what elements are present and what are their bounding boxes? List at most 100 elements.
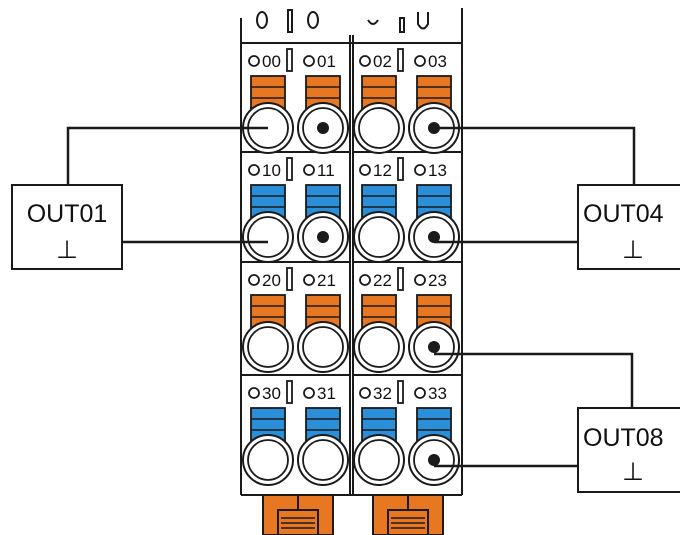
- module-header: [256, 9, 429, 33]
- terminal-20: 20: [242, 267, 294, 373]
- terminal-divider: [286, 48, 293, 72]
- terminal-led-icon: [303, 387, 315, 399]
- wire-entry-inner: [247, 216, 289, 258]
- wire-entry[interactable]: [297, 434, 349, 486]
- terminal-divider: [397, 380, 404, 404]
- wire-conductor: [428, 231, 440, 243]
- ground-symbol: ⊥: [622, 458, 644, 486]
- terminal-led-icon: [359, 55, 371, 67]
- terminal-led-icon: [359, 164, 371, 176]
- wire-entry-inner: [358, 326, 400, 368]
- terminal-led-icon: [303, 164, 315, 176]
- terminal-number: 13: [428, 161, 447, 180]
- terminal-number: 30: [262, 384, 281, 403]
- terminal-13: 13: [408, 161, 460, 263]
- terminal-number: 33: [428, 384, 447, 403]
- terminal-led-icon: [359, 387, 371, 399]
- terminal-22: 22: [353, 267, 405, 373]
- terminal-led-icon: [359, 274, 371, 286]
- wire-entry[interactable]: [353, 211, 405, 263]
- wire-conductor: [428, 341, 440, 353]
- wire-entry-inner: [413, 439, 455, 481]
- wire-entry[interactable]: [353, 321, 405, 373]
- header-led-left: [256, 11, 268, 29]
- terminal-number: 10: [262, 161, 281, 180]
- terminal-number: 02: [373, 52, 392, 71]
- wire-entry[interactable]: [297, 321, 349, 373]
- wire-conductor: [317, 122, 329, 134]
- header-led-left-2: [307, 11, 319, 29]
- wire-entry[interactable]: [242, 211, 294, 263]
- terminal-led-icon: [414, 164, 426, 176]
- wire-conductor: [428, 454, 440, 466]
- terminal-21: 21: [297, 271, 349, 373]
- wire-conductor: [317, 231, 329, 243]
- terminal-number: 12: [373, 161, 392, 180]
- wire-entry-inner: [302, 439, 344, 481]
- wire-entry-inner: [413, 216, 455, 258]
- wiring: [66, 126, 636, 468]
- header-slot-right: [399, 17, 405, 33]
- terminal-led-icon: [248, 55, 260, 67]
- terminal-led-icon: [248, 274, 260, 286]
- terminal-11: 11: [297, 161, 349, 263]
- wire-out01-top: [66, 126, 268, 185]
- terminal-divider: [286, 267, 293, 291]
- terminal-03: 03: [408, 52, 460, 154]
- terminal-32: 32: [353, 380, 405, 486]
- terminal-divider: [397, 48, 404, 72]
- terminal-00: 00: [242, 48, 294, 154]
- wire-entry[interactable]: [242, 434, 294, 486]
- ground-symbol: ⊥: [622, 236, 644, 264]
- terminal-number: 01: [317, 52, 336, 71]
- terminal-10: 10: [242, 157, 294, 263]
- wire-out08-top: [434, 352, 634, 408]
- wire-entry-inner: [247, 439, 289, 481]
- terminal-number: 31: [317, 384, 336, 403]
- terminal-number: 03: [428, 52, 447, 71]
- terminal-divider: [286, 380, 293, 404]
- device-out04: OUT04 ⊥: [577, 184, 680, 270]
- terminal-led-icon: [248, 387, 260, 399]
- terminal-led-icon: [414, 274, 426, 286]
- wire-entry[interactable]: [353, 434, 405, 486]
- header-slot-left: [287, 9, 293, 33]
- terminal-number: 20: [262, 271, 281, 290]
- wire-entry-inner: [358, 216, 400, 258]
- wire-entry-inner: [413, 326, 455, 368]
- wire-entry-inner: [302, 326, 344, 368]
- terminal-number: 32: [373, 384, 392, 403]
- terminal-12: 12: [353, 157, 405, 263]
- wire-entry-inner: [358, 107, 400, 149]
- header-led-right: [367, 19, 379, 25]
- device-out08: OUT08 ⊥: [577, 407, 680, 493]
- terminal-divider: [286, 157, 293, 181]
- terminal-led-icon: [303, 55, 315, 67]
- wire-entry-inner: [302, 107, 344, 149]
- terminal-led-icon: [303, 274, 315, 286]
- terminal-number: 21: [317, 271, 336, 290]
- wire-entry-inner: [247, 326, 289, 368]
- wire-entry-inner: [302, 216, 344, 258]
- device-out04-label: OUT04: [583, 200, 664, 228]
- ground-symbol: ⊥: [56, 236, 78, 264]
- device-out08-label: OUT08: [583, 424, 664, 452]
- connector-left: [262, 494, 334, 535]
- wire-entry[interactable]: [353, 102, 405, 154]
- terminal-31: 31: [297, 384, 349, 486]
- header-led-right-2: [417, 12, 429, 30]
- terminal-33: 33: [408, 384, 460, 486]
- terminal-number: 00: [262, 52, 281, 71]
- terminal-01: 01: [297, 52, 349, 154]
- wire-entry[interactable]: [242, 321, 294, 373]
- terminal-led-icon: [248, 164, 260, 176]
- terminal-02: 02: [353, 48, 405, 154]
- terminal-number: 11: [317, 161, 335, 180]
- device-out01: OUT01 ⊥: [11, 184, 123, 270]
- terminal-divider: [397, 267, 404, 291]
- connector-right: [372, 494, 444, 535]
- terminal-led-icon: [414, 55, 426, 67]
- wire-out04-top: [434, 126, 636, 185]
